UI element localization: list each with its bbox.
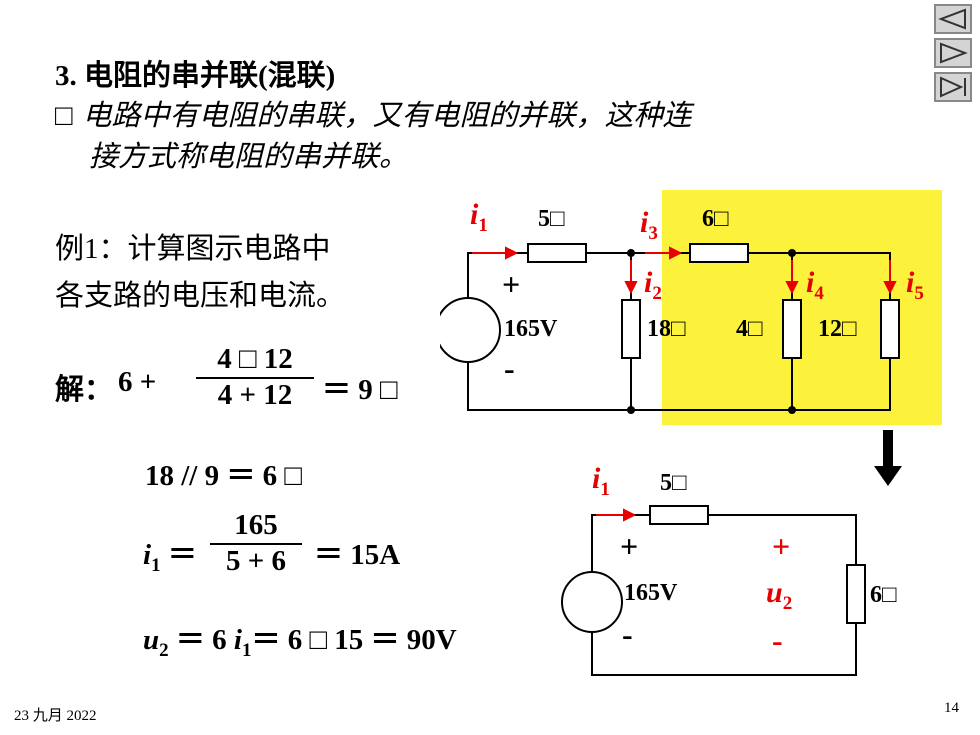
nav-last-button[interactable] (934, 72, 972, 102)
eq3-numerator: 165 (210, 509, 302, 545)
eq3-lhs: i1 ＝ (143, 539, 197, 576)
eq1-numerator: 4 □ 12 (196, 343, 314, 379)
current-i1: i1 (470, 198, 488, 236)
triangle-right-bar-icon (940, 76, 966, 98)
bullet-definition: □ 电路中有电阻的串联，又有电阻的并联，这种连 接方式称电阻的串并联。 (55, 96, 692, 178)
u2-minus: - (772, 622, 783, 658)
slide-title: 3. 电阻的串并联(混联) (55, 60, 336, 92)
eq4: u2 ＝ 6 i1＝ 6 □ 15 ＝ 90V (143, 624, 457, 661)
r3-label: 6□ (702, 206, 729, 232)
bullet-line-2: 接方式称电阻的串并联。 (89, 141, 409, 173)
r5-label: 12□ (818, 316, 857, 342)
eq1-denominator: 4 + 12 (217, 379, 293, 411)
page-number: 14 (944, 700, 959, 716)
bullet-line-1: 电路中有电阻的串联，又有电阻的并联，这种连 (82, 100, 692, 132)
example-text: 例1：计算图示电路中 各支路的电压和电流。 (55, 226, 345, 320)
c2-r2-label: 6□ (870, 582, 897, 608)
source-minus: - (504, 350, 515, 386)
current-i3: i3 (640, 206, 658, 244)
eq2: 18 // 9 ＝ 6 □ (145, 460, 302, 492)
circuit-1-wires (440, 190, 942, 425)
triangle-left-icon (938, 8, 966, 30)
example-line-2: 各支路的电压和电流。 (55, 280, 346, 312)
nav-next-button[interactable] (934, 38, 972, 68)
circuit-2-wires (561, 505, 866, 676)
nav-prev-button[interactable] (934, 4, 972, 34)
source-plus: + (502, 266, 521, 302)
triangle-right-icon (940, 42, 968, 64)
current-i4: i4 (806, 266, 824, 304)
r2-label: 18□ (647, 316, 686, 342)
c2-r1-label: 5□ (660, 470, 687, 496)
c2-current-i1: i1 (592, 462, 610, 500)
eq1-fraction: 4 □ 12 4 + 12 (196, 343, 314, 412)
r4-label: 4□ (736, 316, 763, 342)
circuit-diagram-1: 5□ 6□ 18□ 4□ 12□ 165V + - i1 i3 i2 i4 i5 (440, 190, 942, 425)
footer-date: 23 九月 2022 (14, 708, 97, 724)
eq3-result: ＝ 15A (314, 539, 401, 571)
source-voltage-label: 165V (504, 316, 558, 342)
c2-source-minus: - (622, 616, 633, 652)
example-line-1: 例1：计算图示电路中 (55, 233, 331, 265)
bullet-box-icon: □ (55, 100, 73, 132)
r1-label: 5□ (538, 206, 565, 232)
c2-source-plus: + (620, 528, 639, 564)
eq1-prefix: 6 + (118, 366, 157, 398)
circuit-diagram-2: 5□ 6□ 165V + - i1 + u2 - (560, 462, 897, 680)
down-arrow-icon (874, 430, 902, 486)
c2-source-voltage-label: 165V (624, 580, 678, 606)
eq3-fraction: 165 5 + 6 (210, 509, 302, 578)
current-i5: i5 (906, 266, 924, 304)
u2-plus: + (772, 528, 791, 564)
solution-label: 解： (55, 374, 114, 406)
current-i2: i2 (644, 266, 662, 304)
eq1-result: ＝ 9 □ (322, 374, 398, 406)
u2-label: u2 (766, 576, 793, 614)
eq3-denominator: 5 + 6 (225, 545, 287, 577)
